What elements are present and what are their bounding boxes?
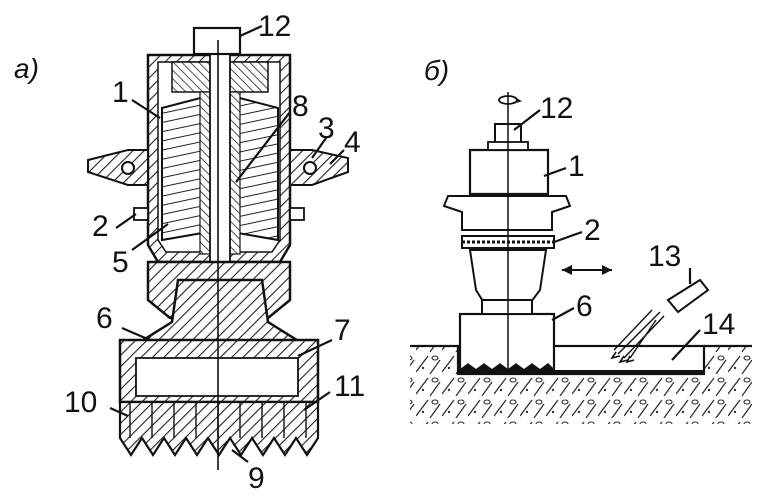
tool-block — [458, 312, 556, 372]
label-a-7: 7 — [334, 314, 351, 347]
top-nut — [192, 26, 242, 56]
label-b-6: 6 — [576, 290, 593, 323]
label-b-12: 12 — [540, 92, 573, 125]
flange-right — [289, 149, 349, 186]
screw-left — [133, 207, 149, 221]
label-b-2: 2 — [584, 214, 601, 247]
panel-b-letter: б) — [424, 55, 449, 86]
label-a-6: 6 — [96, 302, 113, 335]
panel-a-letter: а) — [14, 53, 39, 84]
label-b-14: 14 — [702, 308, 735, 341]
nozzle — [666, 278, 710, 314]
label-a-1: 1 — [112, 76, 129, 109]
bolt-right — [303, 161, 317, 175]
tool-holder-cavity — [135, 357, 299, 397]
panel-b-drawing — [410, 92, 752, 424]
label-a-2: 2 — [92, 210, 109, 243]
label-b-1: 1 — [568, 150, 585, 183]
label-a-9: 9 — [248, 462, 265, 495]
screw-right — [289, 207, 305, 221]
label-a-3: 3 — [318, 112, 335, 145]
bolt-left — [121, 161, 135, 175]
label-b-13: 13 — [648, 240, 681, 273]
ground-workpiece — [410, 346, 752, 424]
flange-left — [87, 149, 149, 186]
label-a-12: 12 — [258, 10, 291, 43]
label-a-8: 8 — [292, 90, 309, 123]
body-b — [468, 148, 550, 196]
horn-neck-b — [481, 299, 533, 315]
label-a-11: 11 — [334, 370, 365, 403]
label-a-4: 4 — [344, 126, 361, 159]
label-a-10: 10 — [64, 386, 97, 419]
panel-a-drawing — [87, 24, 349, 470]
tool-teeth — [118, 400, 320, 458]
flange-b — [442, 195, 572, 231]
tool-teeth-b — [457, 363, 556, 371]
core-right — [229, 91, 241, 255]
label-a-5: 5 — [112, 246, 129, 279]
central-rod — [209, 51, 231, 275]
core-left — [199, 91, 211, 255]
